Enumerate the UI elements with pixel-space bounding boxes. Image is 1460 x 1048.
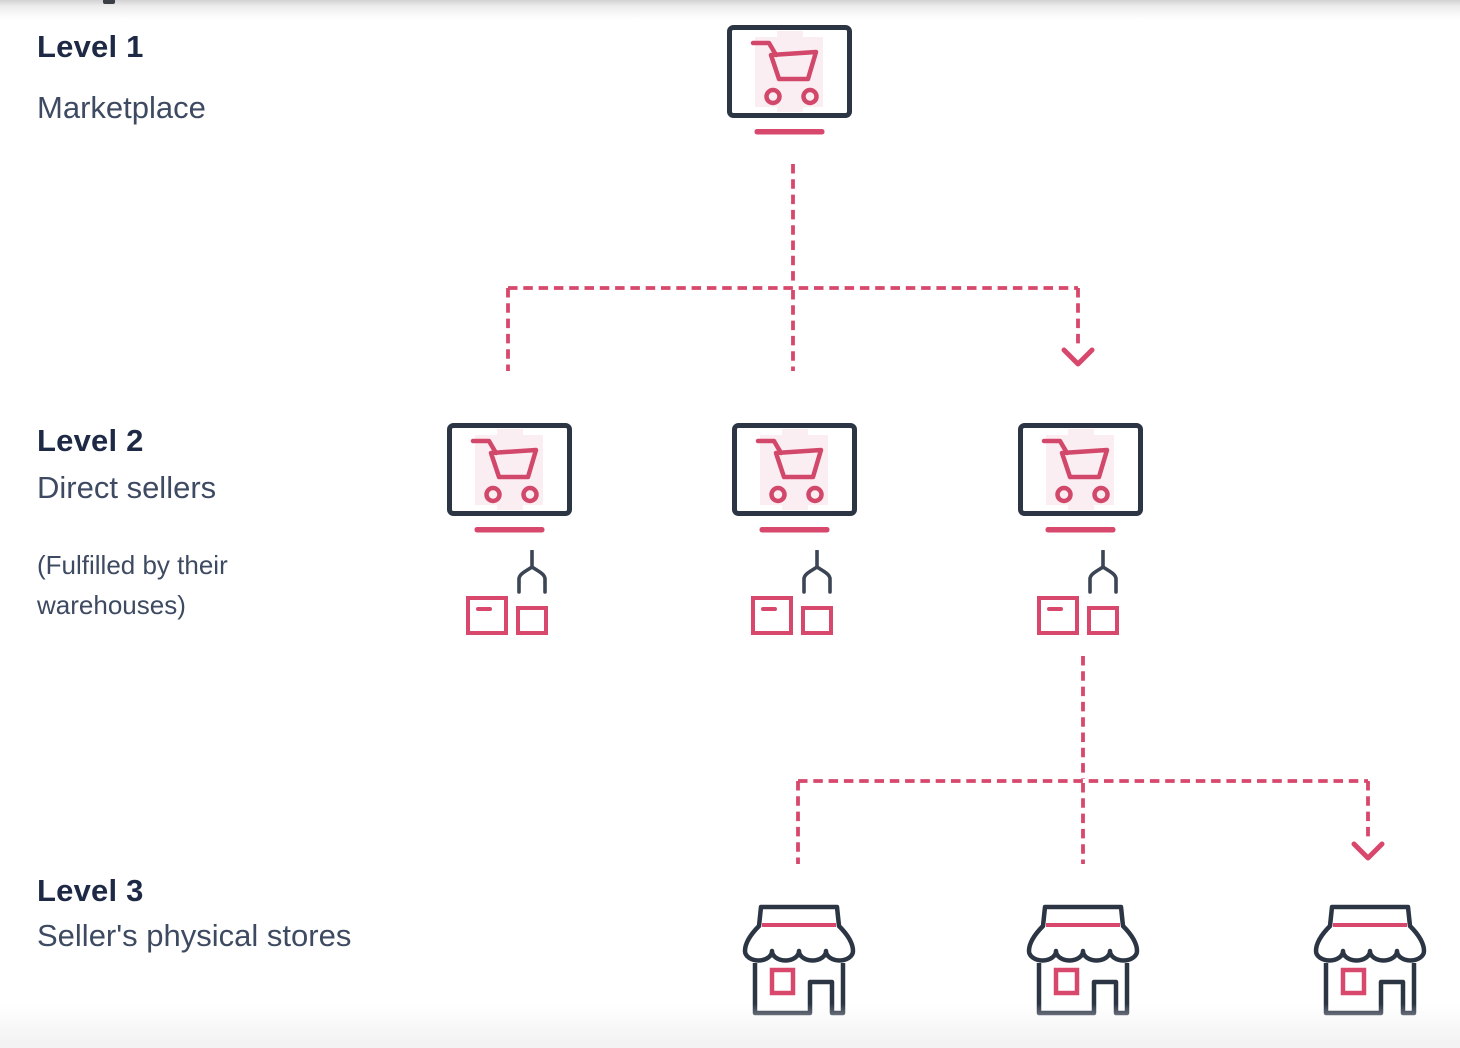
connector-tree-level1-to-level2 <box>506 164 1080 371</box>
level-3-title: Level 3 <box>37 873 144 908</box>
page-bottom-fade <box>0 1004 1460 1048</box>
level-1-subtitle: Marketplace <box>37 90 206 125</box>
level-1-title: Level 1 <box>37 29 144 64</box>
physical-store-icon-2 <box>1029 907 1137 1013</box>
warehouse-claw-boxes-icon-3 <box>1037 550 1119 635</box>
arrowhead-to-seller-3 <box>1061 347 1095 367</box>
physical-store-icon-1 <box>745 907 853 1013</box>
level-2-note: (Fulfilled by their warehouses) <box>37 550 228 620</box>
level-3-subtitle: Seller's physical stores <box>37 918 352 953</box>
level-3-label-group: Level 3 <box>37 872 144 910</box>
level-2-label-group: Level 2 <box>37 422 144 460</box>
level-2-subtitle: Direct sellers <box>37 470 217 505</box>
level-2-title: Level 2 <box>37 423 144 458</box>
direct-seller-3-monitor-cart-icon <box>1021 426 1141 533</box>
arrowhead-to-store-3 <box>1351 841 1385 861</box>
browser-edge-artifact <box>103 0 115 4</box>
physical-store-icon-3 <box>1316 907 1424 1013</box>
marketplace-monitor-cart-icon <box>730 28 850 135</box>
level-1-label-group: Level 1 <box>37 28 144 66</box>
direct-seller-1-monitor-cart-icon <box>450 426 570 533</box>
window-top-shadow <box>0 0 1460 20</box>
warehouse-claw-boxes-icon-1 <box>466 550 548 635</box>
direct-seller-2-monitor-cart-icon <box>735 426 855 533</box>
connector-tree-level2-to-level3 <box>796 656 1370 864</box>
warehouse-claw-boxes-icon-2 <box>751 550 833 635</box>
